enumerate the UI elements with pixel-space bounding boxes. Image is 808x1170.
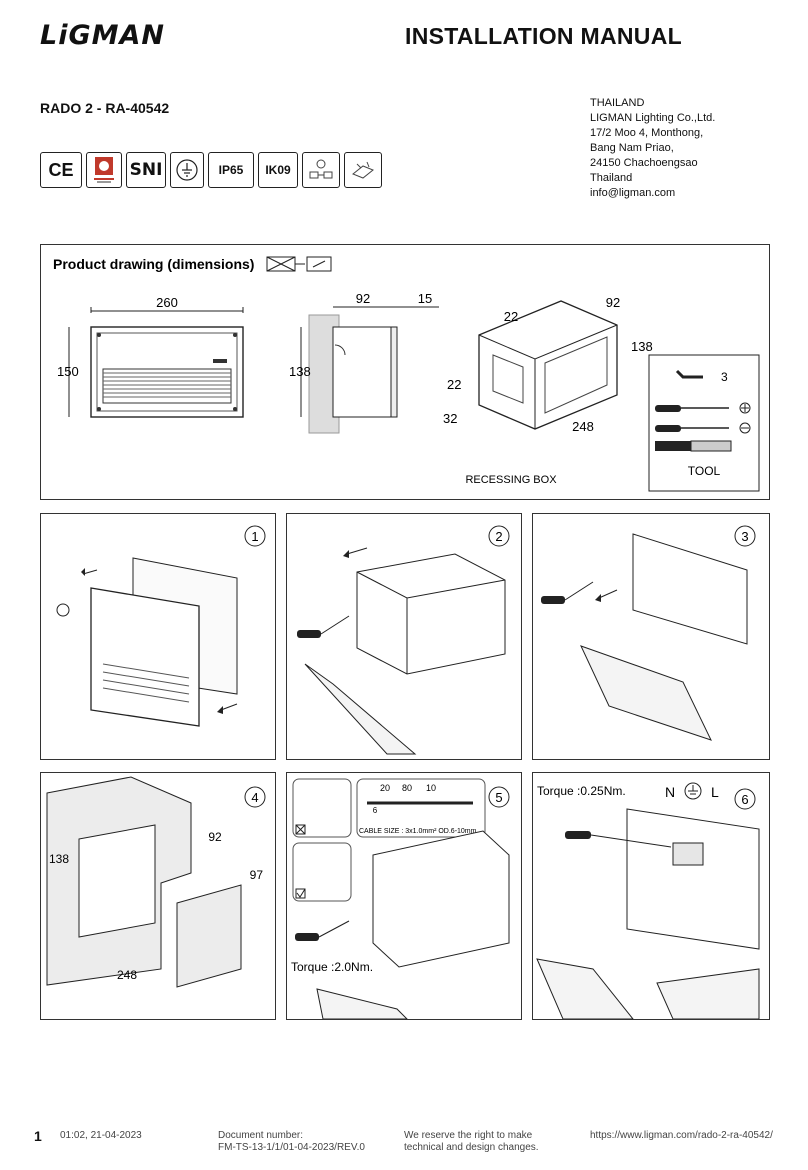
disclaimer-line-2: technical and design changes. bbox=[404, 1142, 539, 1153]
mounting-type-icon bbox=[266, 256, 332, 272]
wiring-icon bbox=[302, 152, 340, 188]
side-lip-dim: 15 bbox=[418, 291, 432, 306]
side-height-dim: 138 bbox=[289, 364, 311, 379]
disclaimer-line-1: We reserve the right to make bbox=[404, 1130, 533, 1141]
strip-len-4: 6 bbox=[373, 806, 378, 815]
utility-knife-icon bbox=[655, 440, 732, 452]
model-name: RADO 2 - RA-40542 bbox=[40, 100, 170, 116]
front-height-dim: 150 bbox=[57, 364, 79, 379]
cable-size-label: CABLE SIZE : 3x1.0mm² OD.6-10mm. bbox=[359, 828, 478, 835]
recessed-mount-icon bbox=[344, 152, 382, 188]
ip-rating: IP65 bbox=[208, 152, 254, 188]
document-number: Document number: FM-TS-13-1/1/01-04-2023… bbox=[218, 1130, 365, 1154]
hex-key-size: 3 bbox=[721, 370, 728, 384]
tools-box: 3 TOOL bbox=[648, 354, 760, 492]
page-title: INSTALLATION MANUAL bbox=[405, 23, 682, 49]
address-postcode: 24150 Chachoengsao bbox=[590, 157, 698, 169]
front-view-drawing: 260 150 bbox=[57, 295, 244, 418]
disclaimer: We reserve the right to make technical a… bbox=[404, 1130, 539, 1154]
document-number-value: FM-TS-13-1/1/01-04-2023/REV.0 bbox=[218, 1142, 365, 1153]
correct-mark-icon bbox=[295, 888, 306, 899]
hex-key-icon bbox=[675, 369, 703, 379]
brand-logo: LiGMAN bbox=[40, 20, 165, 51]
step-number-5: 5 bbox=[495, 790, 502, 805]
ground-symbol-icon bbox=[684, 782, 702, 800]
neutral-label: N bbox=[665, 784, 675, 800]
step4-length-dim: 248 bbox=[117, 968, 137, 982]
box-bottom-offset-dim: 32 bbox=[443, 411, 457, 426]
step-number-6: 6 bbox=[741, 792, 748, 807]
print-date: 01:02, 21-04-2023 bbox=[60, 1130, 142, 1141]
box-depth-dim: 92 bbox=[606, 295, 620, 310]
address-company: LIGMAN Lighting Co.,Ltd. bbox=[590, 112, 716, 124]
box-height-dim: 138 bbox=[631, 339, 653, 354]
ik-rating: IK09 bbox=[258, 152, 298, 188]
step-3-panel: 3 bbox=[532, 513, 770, 760]
step-6-panel: Torque :0.25Nm. N L 6 bbox=[532, 772, 770, 1020]
step4-height-dim: 138 bbox=[49, 852, 69, 866]
live-label: L bbox=[711, 784, 719, 800]
box-length-dim: 248 bbox=[572, 419, 594, 434]
sni-mark-icon: SNI bbox=[126, 152, 166, 188]
step-5-panel: 5 20 80 10 6 CABLE SIZE : 3x1.0mm² OD.6-… bbox=[286, 772, 522, 1020]
strip-len-1: 20 bbox=[380, 783, 390, 793]
step-2-panel: 2 bbox=[286, 513, 522, 760]
safety-mark-icon bbox=[86, 152, 122, 188]
step-number-4: 4 bbox=[251, 790, 258, 805]
phillips-screwdriver-icon bbox=[655, 402, 751, 414]
product-drawing-title: Product drawing (dimensions) bbox=[53, 256, 254, 272]
product-drawing-panel: Product drawing (dimensions) 260 150 bbox=[40, 244, 770, 500]
product-url-link[interactable]: https://www.ligman.com/rado-2-ra-40542/ bbox=[590, 1130, 773, 1141]
address-email: info@ligman.com bbox=[590, 187, 676, 199]
step-number-1: 1 bbox=[251, 529, 258, 544]
front-width-dim: 260 bbox=[156, 295, 178, 310]
address-district: Bang Nam Priao, bbox=[590, 142, 674, 154]
ce-mark-icon: CE bbox=[40, 152, 82, 188]
document-number-label: Document number: bbox=[218, 1130, 304, 1141]
address-street: 17/2 Moo 4, Monthong, bbox=[590, 127, 704, 139]
box-side-offset-dim: 22 bbox=[447, 377, 461, 392]
recessing-box-label: RECESSING BOX bbox=[465, 474, 557, 486]
strip-len-3: 10 bbox=[426, 783, 436, 793]
side-view-drawing: 92 15 138 bbox=[289, 291, 439, 434]
wrong-mark-icon bbox=[295, 824, 306, 835]
step4-depth-dim: 97 bbox=[250, 868, 264, 882]
step4-width-dim: 92 bbox=[208, 830, 222, 844]
company-address: THAILAND LIGMAN Lighting Co.,Ltd. 17/2 M… bbox=[590, 96, 715, 201]
tool-label: TOOL bbox=[688, 464, 721, 478]
step6-torque-label: Torque :0.25Nm. bbox=[537, 784, 626, 798]
strip-len-2: 80 bbox=[402, 783, 412, 793]
step-number-3: 3 bbox=[741, 529, 748, 544]
step-number-2: 2 bbox=[495, 529, 502, 544]
page-number: 1 bbox=[34, 1128, 42, 1144]
address-country: THAILAND bbox=[590, 97, 645, 109]
earth-ground-icon bbox=[170, 152, 204, 188]
step-4-panel: 4 92 97 138 248 bbox=[40, 772, 276, 1020]
step-1-panel: 1 bbox=[40, 513, 276, 760]
step5-torque-label: Torque :2.0Nm. bbox=[291, 960, 373, 974]
flat-screwdriver-icon bbox=[655, 422, 751, 434]
recessing-box-drawing: 22 92 138 22 32 248 RECESSING BOX bbox=[443, 295, 653, 486]
box-top-offset-dim: 22 bbox=[504, 309, 518, 324]
side-depth-dim: 92 bbox=[356, 291, 370, 306]
address-country-2: Thailand bbox=[590, 172, 633, 184]
